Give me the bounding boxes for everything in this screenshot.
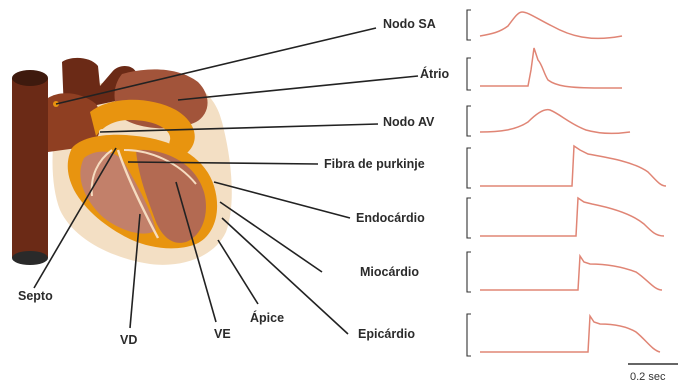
trace-atrio [480,48,622,88]
label-endocardio: Endocárdio [356,211,425,225]
label-miocardio: Miocárdio [360,265,419,279]
bracket-atrio [467,58,471,90]
label-atrio: Átrio [420,66,450,81]
action-potential-traces: 0.2 sec [467,10,678,383]
trace-miocardio [480,256,662,290]
label-ve: VE [214,327,231,341]
bracket-nodo-sa [467,10,471,40]
trace-epicardio [480,316,660,352]
bracket-endocardio [467,198,471,238]
label-epicardio: Epicárdio [358,327,415,341]
superior-vena-cava [12,78,48,258]
leader-atrio [178,76,418,100]
trace-purkinje [480,146,666,186]
bracket-miocardio [467,252,471,292]
vena-cava-bottom-opening [12,251,48,265]
bracket-nodo-av [467,106,471,136]
trace-nodo-av [480,110,630,134]
label-apice: Ápice [250,310,284,325]
leader-miocardio [220,202,322,272]
bracket-epicardio [467,314,471,356]
label-nodo-av: Nodo AV [383,115,435,129]
vena-cava-top-opening [12,70,48,86]
label-vd: VD [120,333,137,347]
trace-nodo-sa [480,12,622,38]
leader-nodo-sa [56,28,376,104]
label-septo: Septo [18,289,53,303]
label-purkinje: Fibra de purkinje [324,157,425,171]
bracket-purkinje [467,148,471,188]
scale-bar-label: 0.2 sec [630,371,666,383]
trace-endocardio [480,198,664,236]
label-nodo-sa: Nodo SA [383,17,436,31]
leader-apice [218,240,258,304]
